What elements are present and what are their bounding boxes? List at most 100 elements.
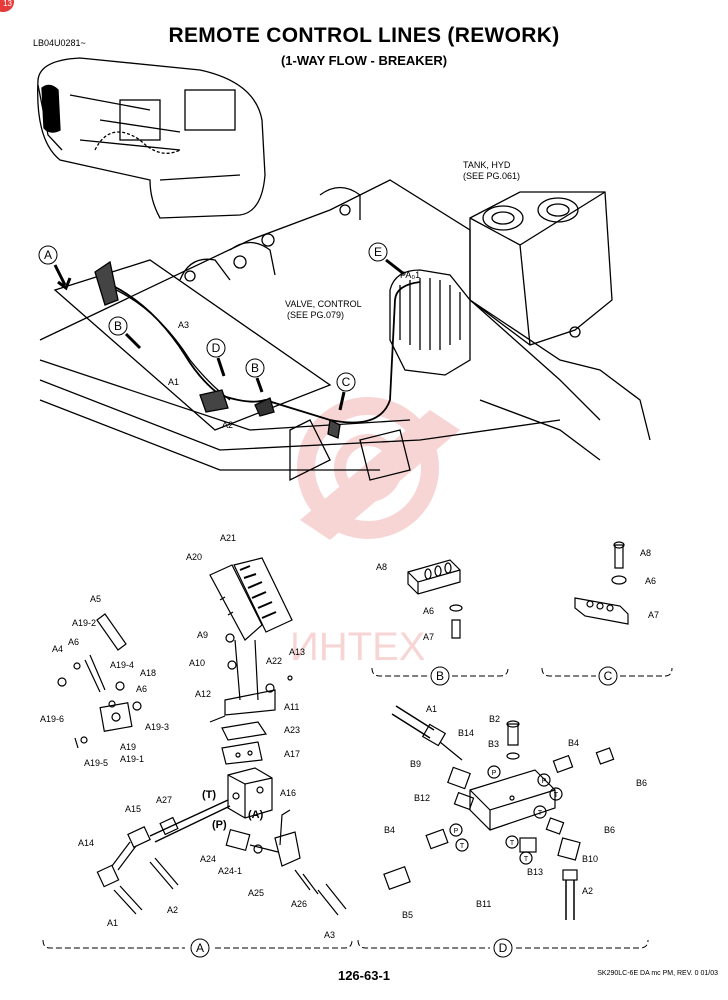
watermark: ИНТЕХ: [290, 397, 460, 669]
d-a2: A2: [582, 886, 593, 896]
serial-code: LB04U0281~: [33, 38, 86, 48]
tank-label-1: TANK, HYD: [463, 160, 511, 170]
a-a2: A2: [167, 905, 178, 915]
a-a6: A6: [68, 637, 79, 647]
c-a8: A8: [640, 548, 651, 558]
panel-c-labels: A8 A6 A7: [640, 548, 659, 620]
a-a16: A16: [280, 788, 296, 798]
main-assembly: [39, 179, 651, 482]
a-a26: A26: [291, 899, 307, 909]
d-b3: B3: [488, 739, 499, 749]
d-b14: B14: [458, 728, 474, 738]
tank-label-2: (SEE PG.061): [463, 171, 520, 181]
a-a5: A5: [90, 594, 101, 604]
a-a22: A22: [266, 656, 282, 666]
callout-c: C: [342, 375, 351, 389]
page-title: REMOTE CONTROL LINES (REWORK): [168, 24, 560, 47]
callout-b2: B: [251, 361, 259, 375]
b-a7: A7: [423, 632, 434, 642]
a-a19-1: A19-1: [120, 754, 144, 764]
a-a19-4: A19-4: [110, 660, 134, 670]
main-labels: TANK, HYD (SEE PG.061) VALVE, CONTROL (S…: [168, 160, 520, 430]
panel-b-letter: B: [436, 669, 444, 683]
d-b2: B2: [489, 714, 500, 724]
panel-d-letter: D: [499, 941, 508, 955]
panel-a-frame: [42, 938, 353, 958]
d-port-t4: T: [524, 856, 529, 863]
watermark-text: ИНТЕХ: [290, 625, 425, 669]
panel-b-labels: A8 A6 A7: [376, 562, 434, 642]
a-flow-p: (P): [212, 819, 227, 831]
valve-label-1: VALVE, CONTROL: [285, 299, 362, 309]
d-port-t3: T: [510, 840, 515, 847]
a-a1: A1: [107, 918, 118, 928]
callout-e: E: [374, 245, 382, 259]
a-a25: A25: [248, 888, 264, 898]
a-a21: A21: [220, 533, 236, 543]
a-a6b: A6: [136, 684, 147, 694]
a-flow-a: (A): [248, 809, 264, 821]
d-port-t1: T: [554, 792, 559, 799]
panel-d-labels: A1 B2 B3 B14 B4 B6 B9 B12 B4 B6 B10 B13 …: [384, 704, 647, 920]
a-a19-3: A19-3: [145, 722, 169, 732]
a-a27: A27: [156, 795, 172, 805]
panel-c-drawing: [574, 541, 629, 625]
d-b13: B13: [527, 867, 543, 877]
d-b12: B12: [414, 793, 430, 803]
panel-c-letter: C: [604, 669, 613, 683]
a-a9: A9: [197, 630, 208, 640]
main-a2: A2: [222, 420, 233, 430]
a-a24: A24: [200, 854, 216, 864]
d-port-p2: P: [542, 778, 547, 785]
a-a14: A14: [78, 838, 94, 848]
panel-a-labels: A5 A6 A4 A19-2 A19-4 A18 A6 A19-3 A19-6 …: [40, 533, 335, 940]
corner-tab: 13: [0, 0, 14, 12]
panel-c-frame: [541, 666, 673, 686]
panel-b-drawing: [407, 559, 463, 639]
page-subtitle: (1-WAY FLOW - BREAKER): [280, 53, 448, 68]
main-a3: A3: [178, 320, 189, 330]
a-a19: A19: [120, 742, 136, 752]
d-port-t2: T: [460, 843, 465, 850]
document-reference: SK290LC-6E DA mc PM, REV. 0 01/03: [597, 970, 718, 977]
panel-a-letter: A: [196, 941, 204, 955]
b-a6: A6: [423, 606, 434, 616]
main-callouts: A B D B C E: [38, 242, 405, 411]
d-b11: B11: [476, 899, 491, 909]
a-a3: A3: [324, 930, 335, 940]
a-a17: A17: [284, 749, 300, 759]
callout-b1: B: [114, 319, 122, 333]
a-a20: A20: [186, 552, 202, 562]
panel-d-frame: [357, 938, 649, 958]
callout-a: A: [44, 248, 52, 262]
d-b4a: B4: [568, 738, 579, 748]
d-b5: B5: [402, 910, 413, 920]
callout-d: D: [212, 341, 221, 355]
d-port-p3: P: [454, 828, 459, 835]
a-a18: A18: [140, 668, 156, 678]
a-a19-6: A19-6: [40, 714, 64, 724]
a-a10: A10: [189, 658, 205, 668]
d-b6b: B6: [604, 825, 615, 835]
panel-a-drawing: [57, 557, 347, 916]
main-a1: A1: [168, 377, 179, 387]
a-a19-2: A19-2: [72, 618, 96, 628]
a-a19-5: A19-5: [84, 758, 108, 768]
d-a1: A1: [426, 704, 437, 714]
a-a11: A11: [284, 702, 299, 712]
main-pa: PA₀1: [400, 270, 420, 280]
panel-b-frame: [371, 666, 509, 686]
valve-label-2: (SEE PG.079): [287, 310, 344, 320]
c-a7: A7: [648, 610, 659, 620]
c-a6: A6: [645, 576, 656, 586]
a-a12: A12: [195, 689, 211, 699]
d-b9: B9: [410, 759, 421, 769]
d-b6a: B6: [636, 778, 647, 788]
d-b10: B10: [582, 854, 598, 864]
d-b4b: B4: [384, 825, 395, 835]
d-port-t5: T: [538, 810, 543, 817]
d-port-p1: P: [492, 770, 497, 777]
a-flow-t: (T): [202, 789, 216, 801]
a-a15: A15: [125, 804, 141, 814]
